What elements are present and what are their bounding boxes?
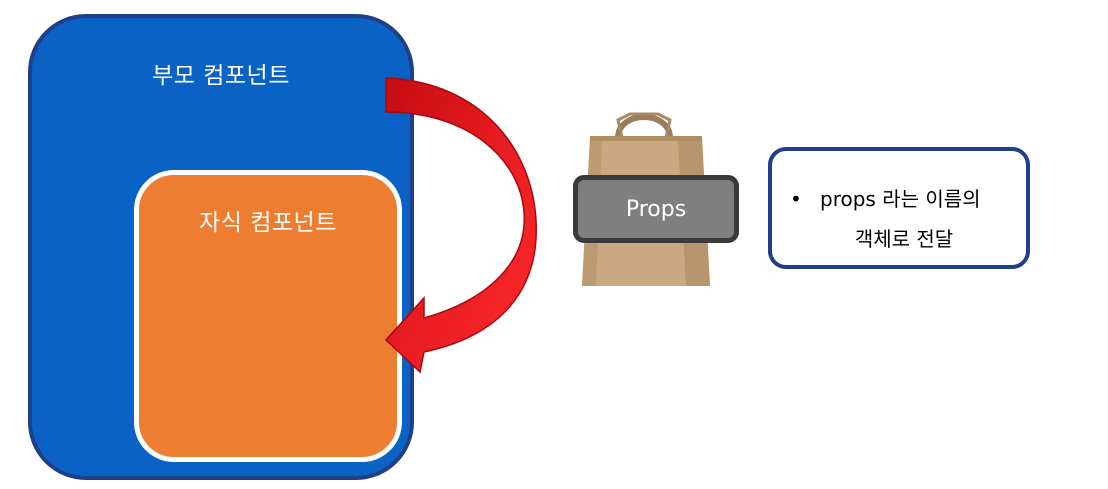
description-line-1: • props 라는 이름의: [790, 183, 981, 212]
child-component-box: 자식 컴포넌트: [134, 170, 402, 462]
bullet-icon: •: [790, 187, 802, 211]
child-component-label: 자식 컴포넌트: [199, 210, 337, 236]
parent-component-label: 부모 컴포넌트: [152, 63, 290, 89]
props-label: Props: [573, 175, 739, 243]
description-box: • props 라는 이름의 객체로 전달: [768, 147, 1030, 269]
description-text-1: props 라는 이름의: [820, 187, 981, 211]
description-line-2: 객체로 전달: [854, 227, 954, 251]
